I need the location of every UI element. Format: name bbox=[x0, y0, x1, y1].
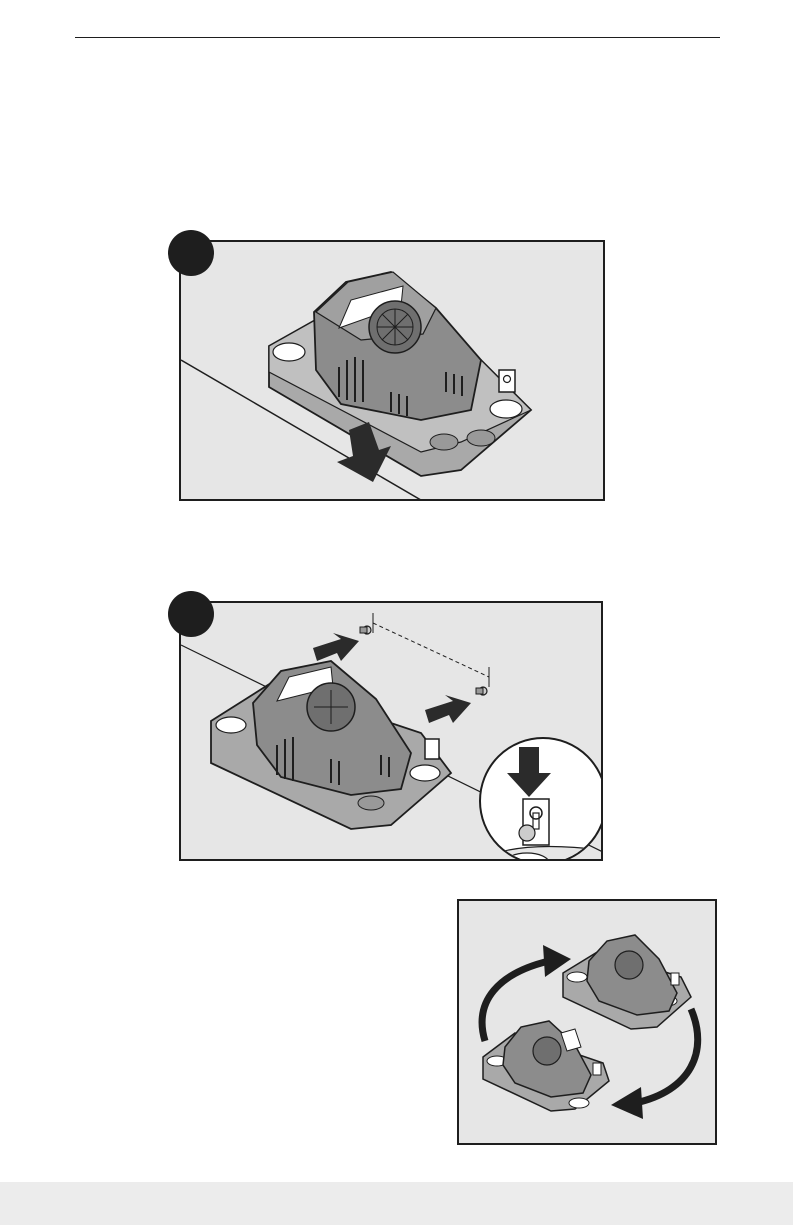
figure-panel-orientation bbox=[457, 899, 717, 1145]
step-badge-2 bbox=[168, 591, 214, 637]
keyhole-slot-detail bbox=[479, 737, 603, 861]
figure-panel-place-pump bbox=[179, 240, 605, 501]
arrow-right-icon bbox=[425, 695, 471, 723]
pump-rotate-orientation-illustration bbox=[459, 901, 717, 1145]
screw-icon bbox=[360, 626, 487, 695]
footer-text bbox=[20, 1194, 773, 1212]
fan-grille-icon bbox=[533, 1037, 561, 1065]
arrow-right-icon bbox=[313, 633, 359, 661]
pump-place-down-illustration bbox=[181, 242, 605, 501]
figure-panel-wall-mount bbox=[179, 601, 603, 861]
wall-tab-icon bbox=[499, 370, 515, 392]
page-footer bbox=[0, 1182, 793, 1225]
wall-tab-icon bbox=[425, 739, 439, 759]
fan-grille-icon bbox=[615, 951, 643, 979]
keyhole-slot-detail-icon bbox=[481, 739, 603, 861]
step-badge-1 bbox=[168, 230, 214, 276]
header-rule bbox=[75, 37, 720, 38]
